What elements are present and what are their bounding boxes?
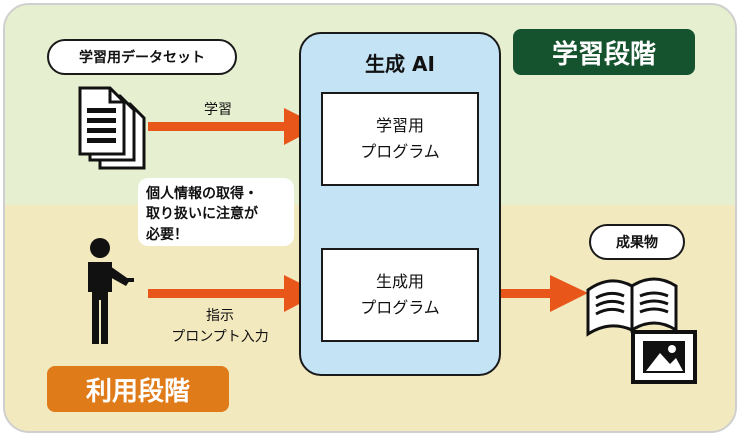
output-label-text: 成果物 <box>616 235 658 251</box>
instruction-label-line-2: プロンプト入力 <box>171 329 269 345</box>
generative-ai-panel: 生成 AI 学習用 プログラム 生成用 プログラム <box>299 32 501 376</box>
note-line-3: 必要！ <box>146 226 188 243</box>
learning-stage-badge: 学習段階 <box>513 29 695 75</box>
documents-icon <box>78 86 146 170</box>
usage-stage-badge: 利用段階 <box>47 366 229 412</box>
generation-program-line-1: 生成用 <box>375 272 424 292</box>
note-line-2: 取り扱いに注意が <box>146 206 258 223</box>
privacy-warning-note: 個人情報の取得・ 取り扱いに注意が 必要！ <box>138 178 294 246</box>
book-icon <box>586 277 678 337</box>
learning-stage-text: 学習段階 <box>551 39 656 70</box>
person-icon <box>88 238 134 344</box>
note-line-1: 個人情報の取得・ <box>146 186 258 202</box>
generation-program-line-2: プログラム <box>360 298 440 317</box>
usage-stage-text: 利用段階 <box>85 376 190 407</box>
output-label: 成果物 <box>589 224 685 260</box>
instruction-arrow-label: 指示 プロンプト入力 <box>150 306 290 348</box>
training-program-line-2: プログラム <box>360 142 440 161</box>
picture-frame-icon <box>631 330 697 384</box>
learning-arrow-label-text: 学習 <box>204 102 232 118</box>
output-arrow <box>476 275 588 312</box>
instruction-label-line-1: 指示 <box>206 308 234 324</box>
generation-program-box: 生成用 プログラム <box>321 248 479 342</box>
learning-arrow-label: 学習 <box>196 99 240 119</box>
dataset-label: 学習用データセット <box>47 39 237 75</box>
training-program-line-1: 学習用 <box>375 116 424 136</box>
generative-ai-title: 生成 AI <box>365 52 435 76</box>
training-program-box: 学習用 プログラム <box>321 92 479 186</box>
dataset-label-text: 学習用データセット <box>79 50 205 66</box>
